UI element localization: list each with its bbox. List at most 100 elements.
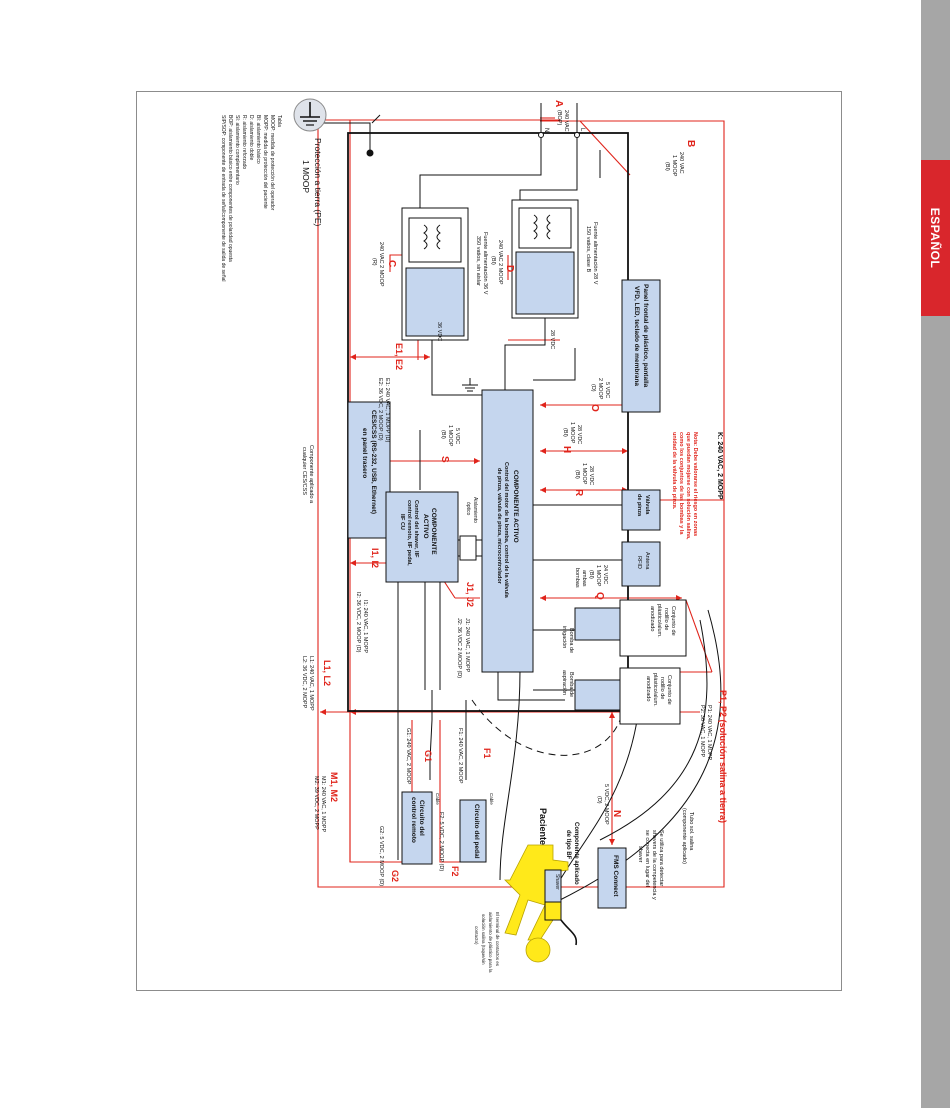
h-rating-3: (BI): [562, 428, 568, 437]
ground-title: Protección a tierra (PE): [313, 138, 323, 227]
j-rating-2: J2: 36 VDC 2 MOOP (D): [456, 618, 462, 678]
irrigation-line-3: plástico/alum.: [656, 604, 662, 638]
q-rating-2: 1 MOOP: [595, 565, 601, 587]
label-j: J1, J2: [465, 582, 475, 607]
isolation-line-1: Aislamiento: [472, 497, 478, 523]
label-k: K: 240 VAC, 2 MOPP: [716, 432, 723, 500]
ces-line-2: en panel trasero: [361, 428, 368, 478]
ces-block: [347, 401, 391, 539]
psu36-title-2: 350 vatios, sin aislar: [475, 236, 481, 286]
optical-isolation-block: [459, 535, 477, 561]
legend-6: R: aislamiento reforzado: [241, 115, 247, 169]
label-l12: L1, L2: [322, 660, 332, 686]
note-line-3: como los conjuntos de las bombas y la: [678, 432, 684, 535]
l-rating-2: L2: 36 VDC, 2 MOPP: [301, 656, 307, 709]
psu-36v-block: [401, 207, 469, 341]
h-rating-1: 28 VDC: [576, 425, 582, 444]
remote-line-1: Circuito del: [418, 800, 425, 836]
active-shaver-title-2: ACTIVO: [422, 514, 429, 539]
aspiration-pump-block: [574, 679, 621, 711]
irrigation-line-1: Conjunto de: [670, 606, 676, 636]
active-shaver-title-1: COMPONENTE: [430, 508, 437, 555]
aspiration-line-2: rodillo de: [659, 677, 665, 699]
label-i: I1, I2: [370, 548, 380, 568]
patient-figure: [504, 844, 578, 963]
c-rating-1: 240 VAC 2 MOOP: [378, 242, 384, 287]
rfid-line-2: RFID: [636, 556, 642, 569]
b-rating-1: 240 VAC: [678, 152, 684, 174]
legend-4: BI: aislamiento básico: [255, 115, 261, 164]
aspiration-roller-block: [619, 667, 681, 725]
n-rating-1: 5 VDC, 2 MOOP: [603, 784, 609, 825]
c-rating-2: (R): [371, 258, 377, 266]
q-rating-4: ambas: [581, 570, 587, 587]
transformer-icon: [423, 214, 551, 250]
diagram-frame: [136, 91, 842, 991]
o-rating-2: 2 MOOP: [597, 378, 603, 400]
irrigation-pump-1: Bomba de: [568, 628, 574, 653]
label-f2: F2: [450, 866, 460, 877]
fms-connect-block: [597, 847, 627, 909]
label-l: L: [579, 128, 585, 132]
remote-cable-label: Cable: [435, 793, 440, 805]
f1-rating: F1: 240 VAC, 2 MOOP: [457, 728, 463, 784]
label-g1: G1: [423, 750, 433, 762]
terminal-note-line-3: solución salina (toque/sin: [481, 914, 486, 965]
q-rating-3: (BI): [588, 570, 594, 579]
front-panel-block: [621, 279, 661, 413]
psu36-title-1: Fuente alimentación 36 V: [482, 232, 488, 295]
m-rating-2: M2: 39 VDC, 2 MOPP: [313, 776, 319, 830]
j-rating-1: J1: 240 VAC, 1 MOPP: [464, 618, 470, 673]
i-rating-1: I1: 240 VAC, 1 MOPP: [362, 600, 368, 653]
wiring: [310, 103, 722, 901]
g1-rating: G1: 240 VAC, 2 MOOP: [405, 728, 411, 785]
valve-line-1: Válvula: [644, 495, 650, 515]
legend-3: MOPP: medida de protección del paciente: [262, 115, 268, 209]
ces-note-line-2: cualquier CES/CSS: [301, 447, 307, 495]
e-rating-2: E2: 36 VDC, 2 MOOP (D): [377, 378, 383, 441]
label-h: H: [561, 446, 572, 453]
active-main-line-1: Control del motor de la bomba, control d…: [503, 462, 509, 599]
legend-2: MOOP: medida de protección del operador: [269, 115, 275, 211]
dashed-link: [471, 699, 621, 756]
rfid-block: [621, 541, 661, 587]
label-d: D: [504, 265, 515, 272]
note-line-4: unidad de la válvula de pinza.: [671, 432, 677, 510]
d-rating-2: (BI): [490, 256, 496, 265]
shaver-label: Shaver: [554, 874, 560, 890]
q-rating-5: bombas: [574, 568, 580, 588]
label-b: B: [685, 140, 696, 147]
aspiration-pump-2: aspiración: [561, 670, 567, 695]
psu36-output: 36 VDC: [436, 322, 442, 341]
pinch-valve-block: [621, 489, 661, 531]
legend-9: SIP/SOP: componente de entrada de señal/…: [220, 115, 226, 282]
r-rating-2: 1 MOOP: [581, 463, 587, 485]
rfid-line-1: Antena: [644, 552, 650, 570]
r-rating-1: 28 VDC: [588, 466, 594, 485]
label-s: S: [439, 456, 450, 463]
pedal-circuit-block: [459, 799, 487, 863]
shaver-active-block: [385, 491, 459, 583]
label-m: M1, M2: [329, 772, 339, 802]
p-rating-1: P1: 240 VAC, 1 MOPP: [706, 705, 712, 761]
b-rating-3: (BI): [664, 162, 670, 171]
note-line-2: que puedan mojarse con solución salina,: [685, 432, 691, 540]
terminal-note-line-1: El terminal de contactos es: [495, 912, 500, 967]
label-r: R: [573, 489, 584, 497]
pedal-cable-label: Cable: [489, 793, 494, 805]
fms-label: FMS Connect: [612, 855, 619, 897]
bf-line-1: Componente aplicado: [573, 822, 579, 885]
f2-rating: F2: 5 VDC, 2 MOOP (D): [438, 812, 444, 871]
s-rating-3: (BI): [440, 430, 446, 439]
label-q: Q: [594, 592, 605, 600]
label-p: P1, P2 (solución salina a tierra): [718, 690, 728, 823]
irrigation-roller-block: [619, 599, 687, 657]
g2-rating: G2: 5 VDC, 2 MOOP (D): [378, 826, 384, 886]
front-panel-line-2: VFD, LED, teclado de membrana: [633, 286, 640, 386]
legend-1: Tabla: [276, 115, 282, 127]
language-tab[interactable]: [921, 160, 950, 316]
legend-8: BOP: aislamiento básico entre componente…: [227, 115, 233, 262]
o-rating-1: 5 VDC: [604, 382, 610, 398]
m-rating-1: M1: 240 VAC, 1 MOPP: [320, 776, 326, 832]
label-n-ring: N: [611, 810, 622, 817]
